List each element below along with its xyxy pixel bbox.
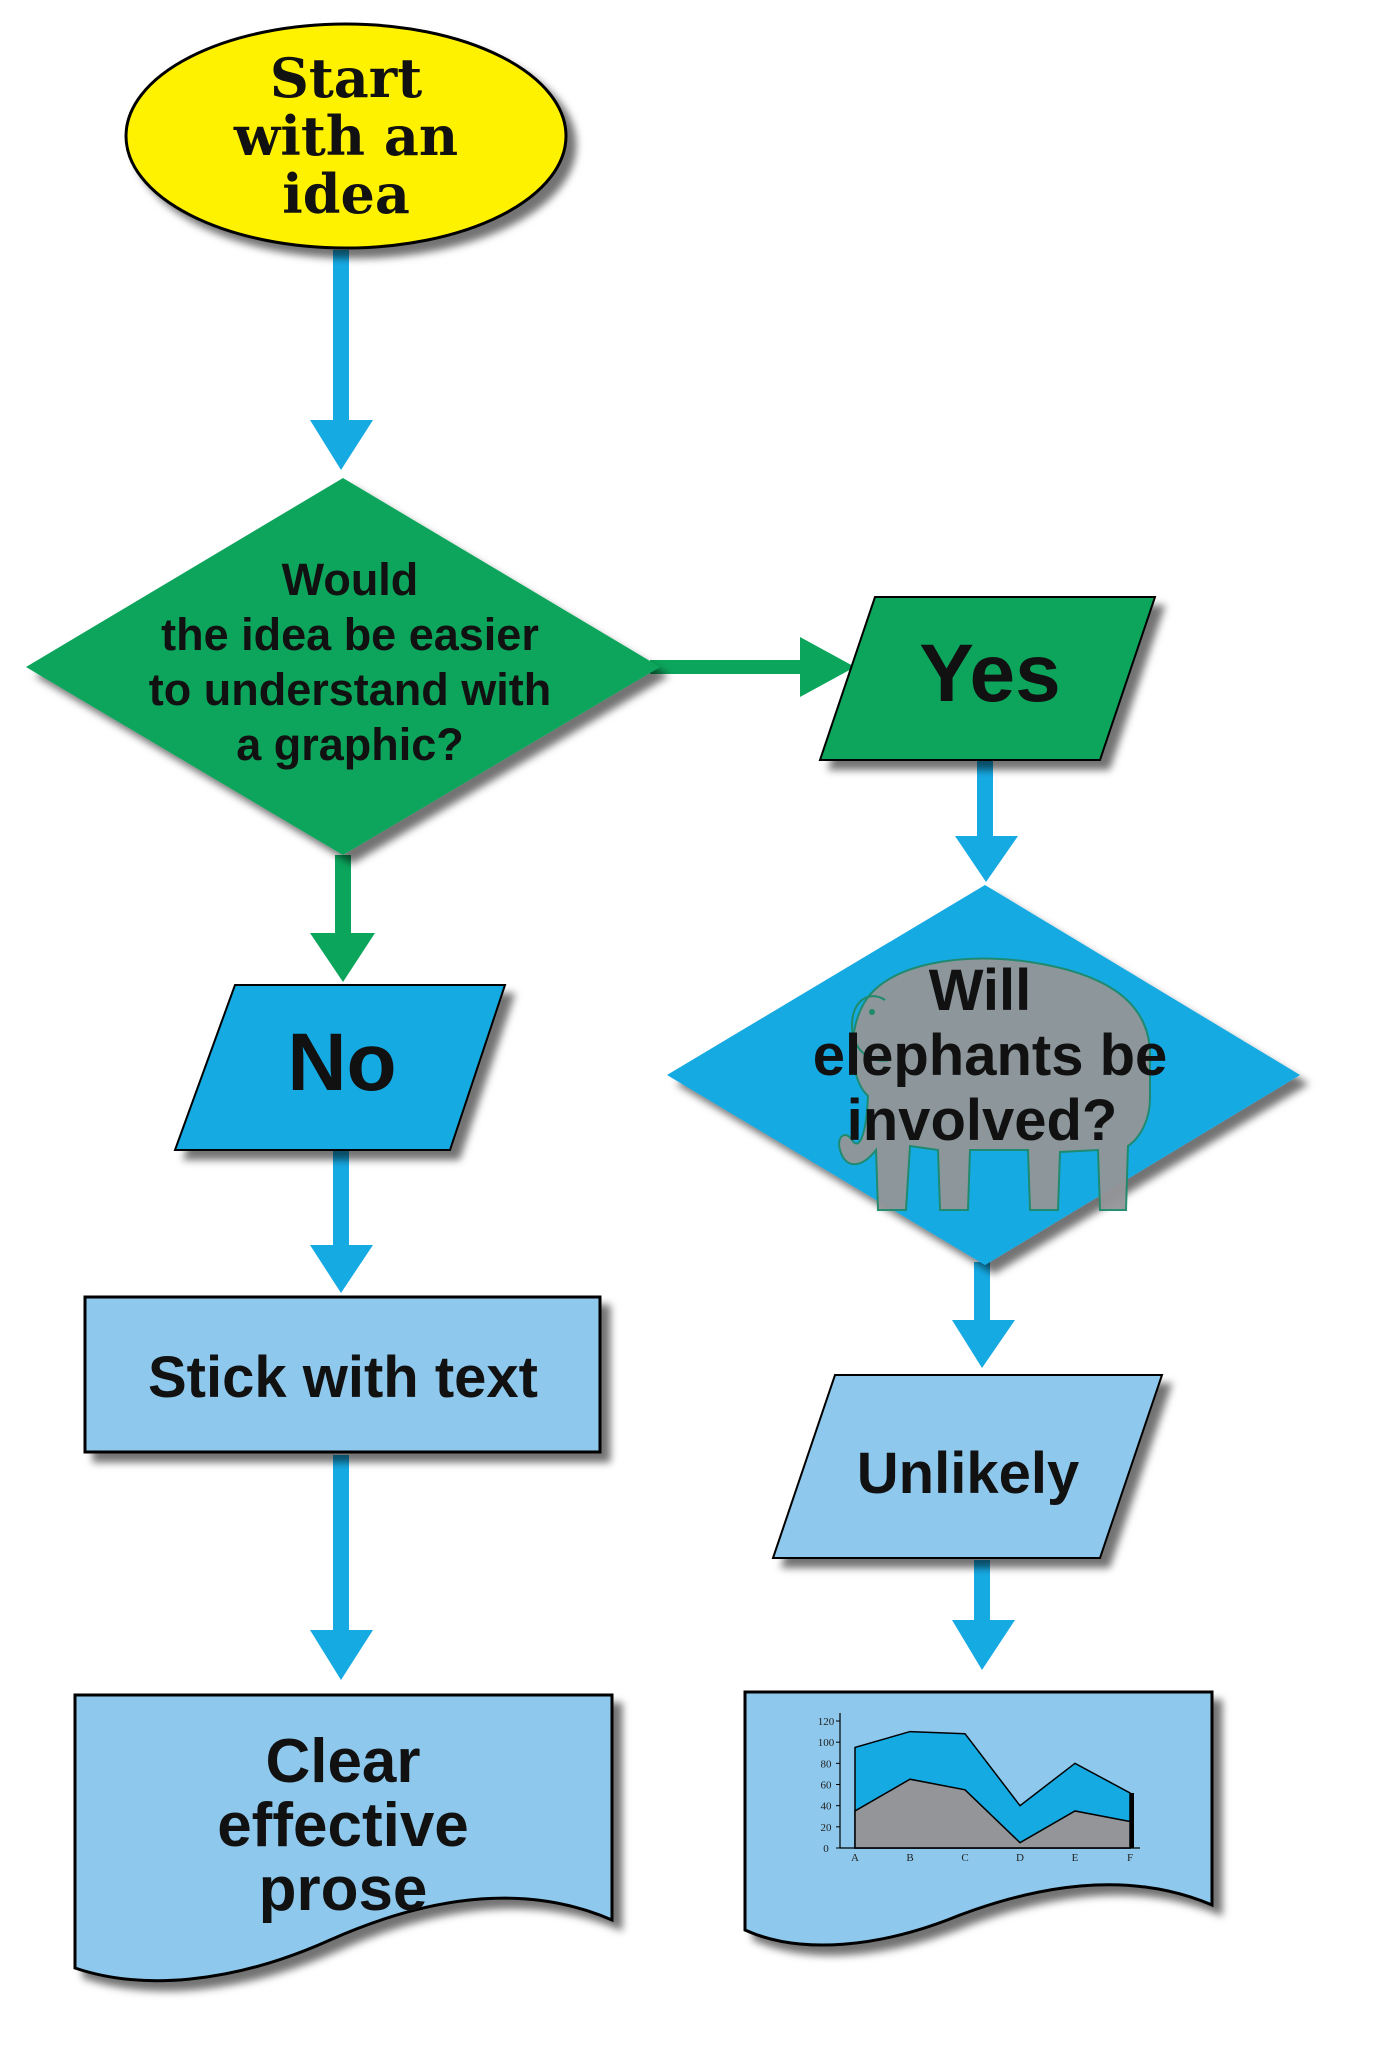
question-line-1: Would <box>282 554 419 605</box>
question-line-2: the idea be easier <box>161 609 539 660</box>
no-node: No <box>173 984 507 1151</box>
elephant-icon <box>838 957 1151 1211</box>
arrow-question-to-yes <box>650 637 855 697</box>
decision-graphic: Would the idea be easier to understand w… <box>26 478 660 855</box>
chart-x-tick-label: D <box>1016 1852 1024 1864</box>
chart-x-tick-label: B <box>906 1852 913 1864</box>
prose-node: Clear effective prose <box>73 1693 614 1983</box>
arrow-start-to-question <box>310 250 373 470</box>
unlikely-node: Unlikely <box>771 1374 1164 1559</box>
chart-y-tick-label: 60 <box>821 1780 833 1792</box>
chart-y-tick-label: 120 <box>818 1716 835 1728</box>
arrow-question-to-no <box>310 855 375 982</box>
arrow-yes-to-elephant-question <box>955 760 1018 882</box>
start-line-1: Start <box>270 46 422 110</box>
chart-y-tick-label: 40 <box>821 1801 833 1813</box>
arrow-stick-to-prose <box>310 1455 373 1680</box>
yes-label: Yes <box>919 628 1060 719</box>
start-line-3: idea <box>282 162 410 226</box>
arrow-unlikely-to-chart <box>952 1560 1015 1670</box>
stick-label: Stick with text <box>148 1345 538 1410</box>
chart-y-tick-label: 80 <box>821 1758 833 1770</box>
elephant-question-line-3: involved? <box>847 1088 1118 1153</box>
chart-x-tick-label: A <box>851 1852 859 1864</box>
chart-y-tick-label: 100 <box>818 1737 835 1749</box>
arrow-no-to-stick <box>310 1150 373 1293</box>
elephant-question-line-2: elephants be <box>813 1023 1168 1088</box>
chart-y-tick-label: 20 <box>821 1822 833 1834</box>
question-line-4: a graphic? <box>236 719 464 770</box>
prose-line-3: prose <box>259 1855 428 1924</box>
start-node: Start with an idea <box>124 22 568 250</box>
prose-line-1: Clear <box>265 1727 420 1796</box>
stick-node: Stick with text <box>83 1295 602 1454</box>
start-line-2: with an <box>233 104 458 168</box>
elephant-question-line-1: Will <box>929 958 1032 1023</box>
chart-x-tick-label: F <box>1127 1852 1133 1864</box>
question-line-3: to understand with <box>149 664 551 715</box>
chart-x-tick-label: C <box>961 1852 968 1864</box>
no-label: No <box>287 1017 396 1108</box>
chart-y-tick-label: 0 <box>823 1843 829 1855</box>
yes-node: Yes <box>818 596 1157 761</box>
decision-elephants: Will elephants be involved? <box>667 885 1300 1265</box>
arrow-elephant-question-to-unlikely <box>952 1262 1015 1368</box>
prose-line-2: effective <box>217 1791 469 1860</box>
unlikely-label: Unlikely <box>857 1441 1079 1506</box>
chart-x-tick-label: E <box>1072 1852 1079 1864</box>
